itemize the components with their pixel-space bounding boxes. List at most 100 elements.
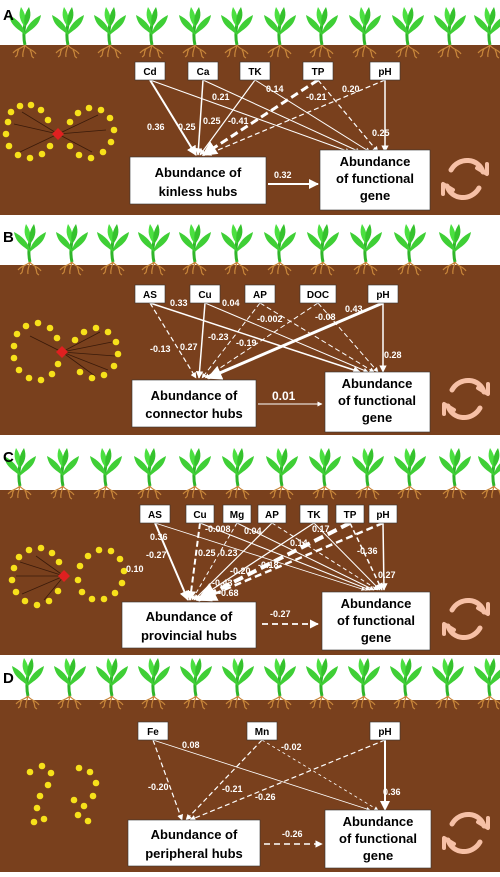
svg-text:0.25: 0.25 <box>203 116 221 126</box>
path-coefficients: 0.08 -0.02 -0.20 -0.21 -0.26 0.36 <box>148 740 401 802</box>
svg-text:-0.36: -0.36 <box>357 546 378 556</box>
svg-text:-0.20: -0.20 <box>148 782 169 792</box>
svg-text:0.20: 0.20 <box>342 84 360 94</box>
svg-text:Abundance: Abundance <box>343 814 414 829</box>
gene-abundance-box: Abundance of functional gene <box>319 149 431 211</box>
factor-box: TP <box>302 61 334 81</box>
path-coefficients: 0.33 0.04 -0.002 -0.08 0.43 -0.13 0.27 -… <box>150 298 402 360</box>
factor-box: Cu <box>185 504 215 524</box>
hub-node <box>52 128 64 140</box>
svg-text:TK: TK <box>307 510 321 521</box>
panel-label: C <box>3 449 14 466</box>
svg-text:-0.68: -0.68 <box>218 588 239 598</box>
svg-text:gene: gene <box>363 848 393 863</box>
svg-text:of functional: of functional <box>337 613 415 628</box>
factor-boxes: AS Cu AP DOC pH <box>134 284 399 304</box>
panel-b: B <box>0 222 500 435</box>
svg-text:Mg: Mg <box>230 510 244 521</box>
svg-text:0.36: 0.36 <box>147 122 165 132</box>
hub-abundance-box: Abundance of connector hubs <box>131 379 257 428</box>
factor-box: pH <box>369 61 401 81</box>
svg-text:pH: pH <box>378 67 391 78</box>
path-coefficients: 0.36 -0.008 0.04 0.17 -0.27 0.25 0.23 0.… <box>126 524 396 598</box>
panel-c: C <box>0 446 500 655</box>
svg-text:provincial hubs: provincial hubs <box>141 628 237 643</box>
svg-text:Cu: Cu <box>193 510 206 521</box>
path-arrows <box>154 521 388 629</box>
svg-text:TP: TP <box>344 510 357 521</box>
svg-text:peripheral hubs: peripheral hubs <box>145 846 243 861</box>
svg-text:-0.21: -0.21 <box>306 92 327 102</box>
gene-abundance-box: Abundance of functional gene <box>324 371 431 433</box>
svg-text:0.25: 0.25 <box>372 128 390 138</box>
svg-text:0.14: 0.14 <box>290 538 308 548</box>
factor-box: pH <box>369 721 401 741</box>
svg-text:0.04: 0.04 <box>222 298 240 308</box>
hub-abundance-box: Abundance of kinless hubs <box>129 156 267 205</box>
svg-text:gene: gene <box>362 410 392 425</box>
network-icon <box>2 101 118 162</box>
svg-text:0.14: 0.14 <box>266 84 284 94</box>
svg-text:Abundance: Abundance <box>340 154 411 169</box>
svg-text:pH: pH <box>378 727 391 738</box>
hub-node <box>56 346 68 358</box>
svg-text:-0.08: -0.08 <box>315 312 336 322</box>
svg-text:-0.27: -0.27 <box>146 550 167 560</box>
panel-label: A <box>3 7 14 24</box>
svg-text:AS: AS <box>148 510 162 521</box>
path-coefficients: 0.36 0.25 0.21 0.25 0.14 -0.41 -0.21 0.2… <box>147 84 390 138</box>
factor-box: Mn <box>246 721 278 741</box>
factor-box: DOC <box>299 284 337 304</box>
svg-text:-0.41: -0.41 <box>228 116 249 126</box>
factor-boxes: Fe Mn pH <box>137 721 401 741</box>
svg-text:-0.43: -0.43 <box>212 578 233 588</box>
svg-text:of functional: of functional <box>338 393 416 408</box>
factor-box: Fe <box>137 721 169 741</box>
svg-text:0.25: 0.25 <box>178 122 196 132</box>
svg-text:TK: TK <box>248 67 262 78</box>
svg-text:-0.008: -0.008 <box>205 524 231 534</box>
svg-text:0.27: 0.27 <box>180 342 198 352</box>
svg-text:TP: TP <box>312 67 325 78</box>
svg-text:0.08: 0.08 <box>182 740 200 750</box>
factor-box: Cu <box>189 284 221 304</box>
panel-label: D <box>3 670 14 687</box>
svg-text:DOC: DOC <box>307 290 329 301</box>
svg-text:0.36: 0.36 <box>383 787 401 797</box>
svg-text:of functional: of functional <box>339 831 417 846</box>
svg-text:Abundance of: Abundance of <box>151 388 238 403</box>
hub-node <box>58 570 70 582</box>
path-arrows <box>149 78 389 189</box>
network-icon <box>26 762 100 826</box>
factor-boxes: AS Cu Mg AP TK TP pH <box>139 504 398 524</box>
svg-text:AP: AP <box>253 290 267 301</box>
svg-text:pH: pH <box>376 290 389 301</box>
svg-text:connector hubs: connector hubs <box>145 406 243 421</box>
svg-text:-0.20: -0.20 <box>230 566 251 576</box>
svg-text:0.33: 0.33 <box>170 298 188 308</box>
svg-text:pH: pH <box>376 510 389 521</box>
svg-text:0.21: 0.21 <box>212 92 230 102</box>
svg-text:0.27: 0.27 <box>378 570 396 580</box>
hub-abundance-box: Abundance of peripheral hubs <box>127 819 261 867</box>
svg-text:Ca: Ca <box>197 67 210 78</box>
svg-text:gene: gene <box>361 630 391 645</box>
panel-a: A <box>0 5 500 215</box>
svg-text:kinless hubs: kinless hubs <box>159 184 238 199</box>
svg-text:0.17: 0.17 <box>312 524 330 534</box>
network-icon <box>8 544 128 609</box>
factor-box: AP <box>244 284 276 304</box>
factor-boxes: Cd Ca TK TP pH <box>134 61 401 81</box>
svg-text:0.23: 0.23 <box>220 548 238 558</box>
factor-box: AS <box>134 284 166 304</box>
svg-text:-0.23: -0.23 <box>208 332 229 342</box>
factor-box: Mg <box>222 504 252 524</box>
factor-box: AS <box>139 504 171 524</box>
svg-text:Abundance of: Abundance of <box>146 609 233 624</box>
hub-abundance-box: Abundance of provincial hubs <box>121 601 257 649</box>
svg-text:-0.26: -0.26 <box>255 792 276 802</box>
factor-box: TP <box>335 504 365 524</box>
main-path-value: 0.32 <box>274 170 292 180</box>
svg-text:-0.02: -0.02 <box>281 742 302 752</box>
